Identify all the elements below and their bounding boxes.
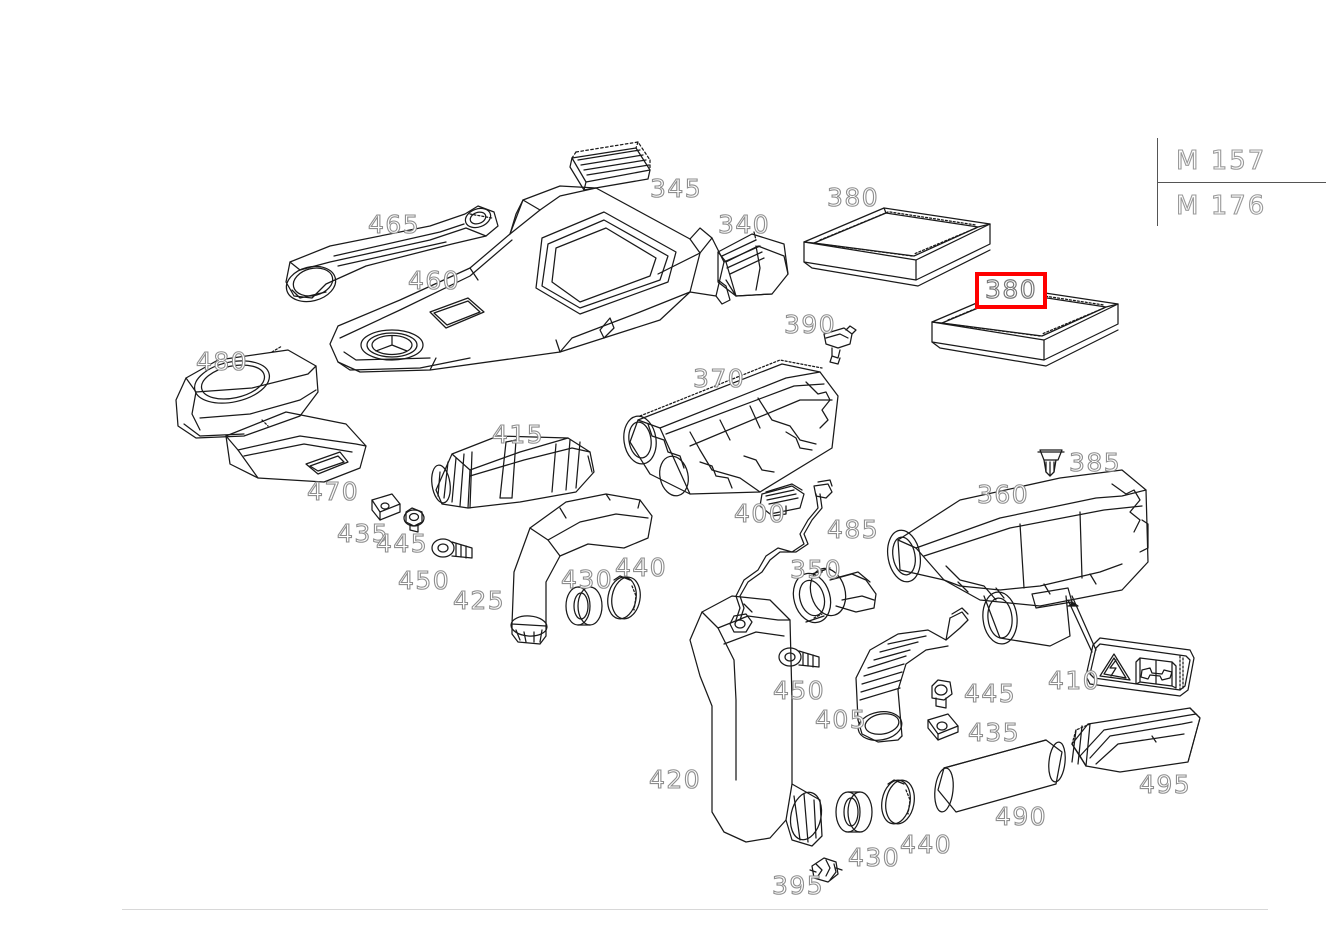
part-435a-washer-plate [371,493,401,521]
part-435b-washer [927,713,959,741]
part-callout-engine-cover: 460 [407,266,461,295]
legend-label-m157: M 157 [1175,145,1267,176]
part-480-housing [175,345,319,439]
part-370-manifold [623,359,839,497]
part-callout-warning-label: 410 [1047,666,1101,695]
part-callout-intake-scoop: 340 [717,210,771,239]
part-360-air-cleaner [886,469,1149,653]
part-450b-bolt [778,647,820,668]
part-callout-nut: 445 [963,679,1017,708]
part-420-pipe-lower [689,595,823,847]
legend-row-m157: M 157 [1158,138,1326,183]
part-390-bracket [823,325,857,365]
engine-model-legend: M 157 M 176 [1157,138,1326,226]
part-445b-nut [931,679,953,709]
legend-label-m176: M 176 [1175,190,1267,221]
part-callout-bolt: 450 [397,566,451,595]
legend-row-m176: M 176 [1158,183,1326,227]
part-470-cover [225,411,367,483]
part-callout-air-intake-housing-left: 480 [195,347,249,376]
part-callout-air-intake-pipe-lower: 420 [648,765,702,794]
part-430a-seal [565,586,603,626]
part-callout-nut: 445 [375,529,429,558]
part-callout-cover-grille: 345 [649,174,703,203]
page-divider-rule [122,909,1268,910]
part-callout-bracket-clip: 390 [783,310,837,339]
part-callout-expanding-rivet: 385 [1068,448,1122,477]
part-490-tube [934,739,1066,813]
part-callout-throttle-adapter: 350 [789,555,843,584]
part-395-spring-clamp [809,857,843,883]
part-430b-seal [835,791,873,833]
part-callout-bellows-hose: 415 [491,420,545,449]
part-callout-air-filter-element: 380 [826,183,880,212]
part-350-adapter [792,567,877,624]
part-callout-connecting-tube: 490 [994,802,1048,831]
part-callout-hose-clamp: 440 [899,830,953,859]
part-445a-nut [403,507,425,533]
part-345-grille [569,141,651,191]
part-callout-sensor-module: 400 [733,499,787,528]
part-callout-air-duct-right: 495 [1138,770,1192,799]
part-callout-air-intake-pipe-upper: 425 [452,586,506,615]
part-callout-spring-clamp: 395 [771,871,825,900]
part-425-pipe-upper [510,493,653,645]
part-callout-air-filter-element-selected[interactable]: 380 [975,272,1048,309]
part-495-duct [1071,707,1201,773]
part-385-rivet [1037,449,1065,477]
part-405-flex-hose [855,607,969,743]
part-callout-washer-plate: 435 [336,519,390,548]
part-callout-seal-ring: 430 [847,843,901,872]
part-callout-cover-panel: 470 [306,477,360,506]
part-465-duct-arm [285,205,499,303]
part-callout-intake-manifold: 370 [692,364,746,393]
part-380-air-filter-upper [803,207,991,287]
part-callout-wiring-harness: 485 [826,515,880,544]
part-400-sensor [759,483,805,517]
part-callout-washer-plate: 435 [967,718,1021,747]
part-460-engine-cover [329,185,731,373]
part-450a-bolt [431,538,473,559]
part-callout-bolt: 450 [772,676,826,705]
part-415-bellows [431,435,595,509]
part-callout-hose-clamp: 440 [614,553,668,582]
part-callout-air-duct-arm: 465 [367,210,421,239]
part-440a-clamp [607,575,641,620]
part-410-warning-label [1085,637,1195,697]
part-340-scoop [717,231,789,297]
part-440b-clamp [881,779,915,825]
part-callout-flexible-hose: 405 [814,705,868,734]
part-callout-air-cleaner-housing: 360 [976,480,1030,509]
part-callout-seal-ring: 430 [560,565,614,594]
